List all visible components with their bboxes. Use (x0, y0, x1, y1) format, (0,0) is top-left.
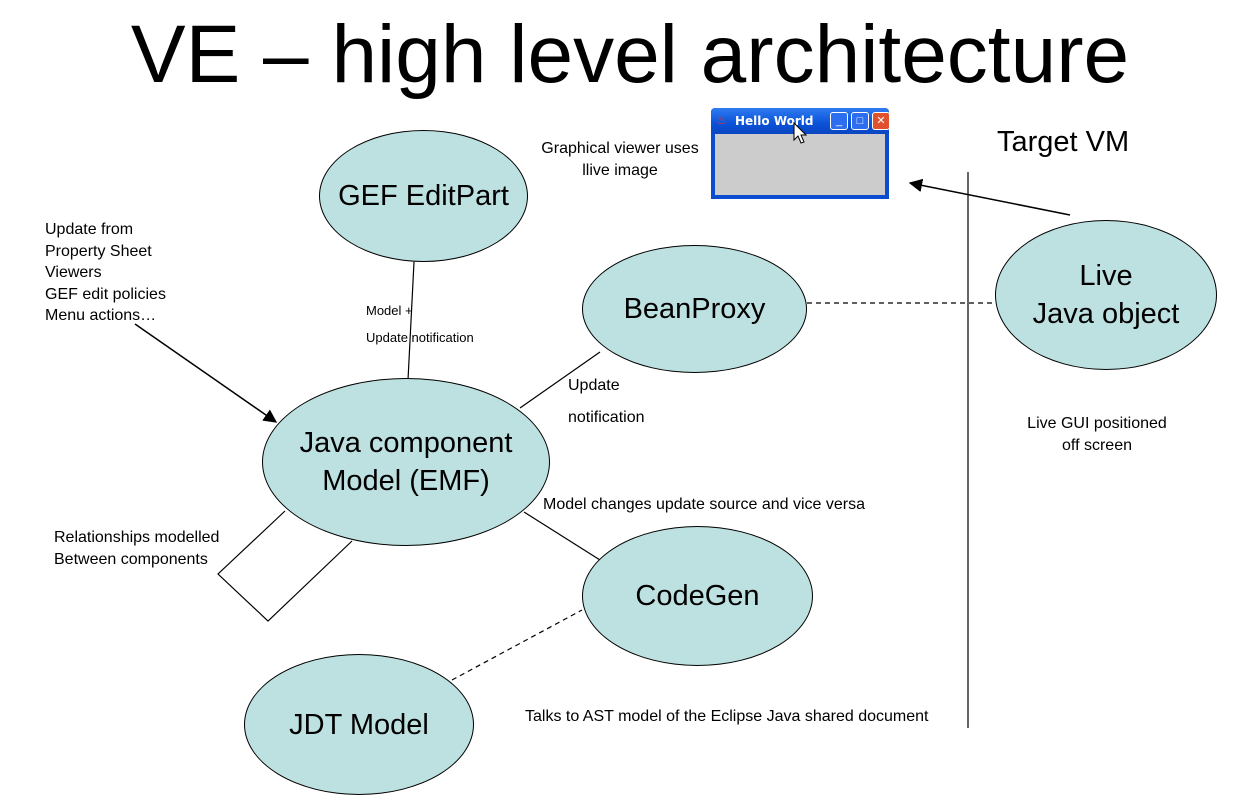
minimize-button[interactable]: _ (830, 112, 848, 130)
node-gef-editpart: GEF EditPart (319, 130, 528, 262)
node-label: BeanProxy (623, 293, 766, 325)
relationship-loop (217, 510, 353, 622)
update-arrow (134, 323, 278, 423)
node-label-line1: Java component (299, 427, 513, 459)
update-source-item: Viewers (45, 264, 102, 281)
live-gui-label: Live GUI positioned off screen (1012, 413, 1182, 456)
live-gui-line1: Live GUI positioned (1027, 415, 1167, 432)
graphical-viewer-line1: Graphical viewer uses (541, 140, 699, 157)
update-notif-label-2: notification (568, 409, 645, 426)
graphical-viewer-label: Graphical viewer uses llive image (528, 138, 712, 181)
node-beanproxy: BeanProxy (582, 245, 807, 373)
node-label-line2: Java object (1032, 298, 1180, 330)
node-label-line1: Live (1079, 260, 1133, 292)
update-sources-list: Update from Property Sheet Viewers GEF e… (45, 219, 166, 327)
close-button[interactable]: ✕ (872, 112, 890, 130)
live-gui-line2: off screen (1062, 436, 1132, 454)
edge-java-beanproxy (519, 351, 601, 409)
node-java-component-model: Java component Model (EMF) (262, 378, 550, 546)
node-jdt-model: JDT Model (244, 654, 474, 795)
relationships-line1: Relationships modelled (54, 529, 220, 546)
update-source-item: GEF edit policies (45, 285, 166, 303)
target-vm-label: Target VM (997, 126, 1130, 158)
node-label: CodeGen (635, 580, 760, 612)
update-notif-label-1: Update (568, 377, 620, 394)
edge-java-codegen (523, 511, 601, 561)
update-source-item: Property Sheet (45, 242, 152, 260)
hello-world-window: ♨ Hello World _ □ ✕ (711, 108, 890, 199)
update-source-item: Update from (45, 221, 134, 238)
model-update-label-2: Update notification (366, 330, 474, 345)
graphical-viewer-line2: llive image (582, 161, 658, 179)
node-label-line2: Model (EMF) (322, 465, 490, 497)
maximize-button[interactable]: □ (851, 112, 869, 130)
edge-jdt-codegen (451, 609, 583, 681)
java-cup-icon: ♨ (716, 113, 727, 127)
model-update-label-1: Model + (366, 303, 413, 318)
node-label: GEF EditPart (338, 180, 509, 212)
node-codegen: CodeGen (582, 526, 813, 666)
window-body (715, 134, 885, 195)
live-image-arrow (908, 178, 1071, 216)
model-changes-label: Model changes update source and vice ver… (543, 496, 865, 513)
update-source-item: Menu actions… (45, 307, 157, 324)
node-label: JDT Model (289, 708, 429, 741)
edge-gef-java (407, 261, 415, 381)
mouse-cursor-icon (793, 122, 808, 144)
node-live-java-object: Live Java object (995, 220, 1217, 370)
relationships-label: Relationships modelled Between component… (54, 527, 219, 570)
relationships-line2: Between components (54, 550, 208, 568)
page-title: VE – high level architecture (130, 9, 1130, 100)
talks-to-label: Talks to AST model of the Eclipse Java s… (525, 708, 929, 725)
